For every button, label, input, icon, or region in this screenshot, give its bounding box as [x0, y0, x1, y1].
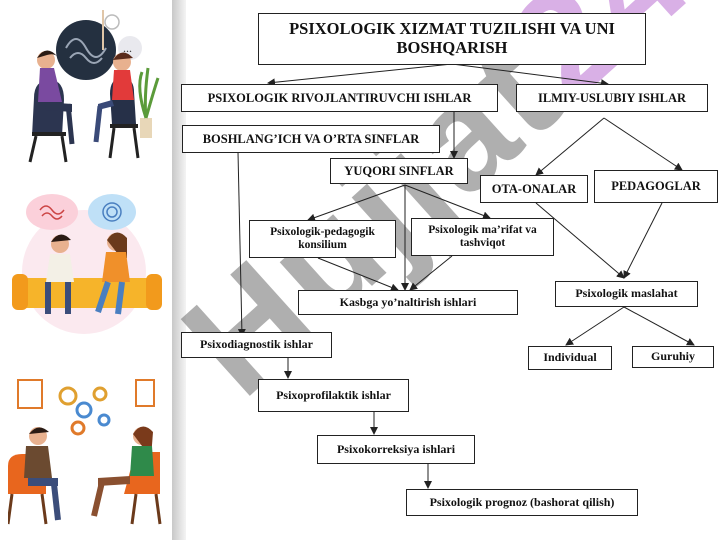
node-psixoprofilaktik: Psixoprofilaktik ishlar	[258, 379, 409, 412]
node-boshlangich: BOSHLANG’ICH VA O’RTA SINFLAR	[182, 125, 440, 153]
node-individual: Individual	[528, 346, 612, 370]
arrow-yuqori-to-konsilium	[307, 184, 406, 222]
node-ota-onalar: OTA-ONALAR	[480, 175, 588, 203]
arrow-marifat-to-kasbga	[409, 255, 453, 291]
arrow-boshlangich-to-psixodiagnostik	[237, 151, 246, 337]
arrow-title-to-ilmiy	[451, 63, 609, 88]
node-psixodiagnostik: Psixodiagnostik ishlar	[181, 332, 332, 358]
node-yuqori: YUQORI SINFLAR	[330, 158, 468, 184]
node-maslahat: Psixologik maslahat	[555, 281, 698, 307]
node-psixokorreksiya: Psixokorreksiya ishlari	[317, 435, 475, 464]
svg-text:...: ...	[123, 41, 132, 55]
counseling-illustration-icon: ...	[28, 10, 160, 163]
sofa-conversation-illustration-icon	[12, 194, 162, 334]
node-rivojlantiruvchi: PSIXOLOGIK RIVOJLANTIRUVCHI ISHLAR	[181, 84, 498, 112]
arrow-title-to-rivojlantiruvchi	[267, 63, 453, 87]
diagram-title: PSIXOLOGIK XIZMAT TUZILISHI VA UNI BOSHQ…	[258, 13, 646, 65]
node-pedagoglar: PEDAGOGLAR	[594, 170, 718, 203]
node-guruhiy: Guruhiy	[632, 346, 714, 368]
arrow-konsilium-to-kasbga	[317, 257, 399, 292]
arrow-maslahat-to-individual	[565, 306, 625, 346]
arrow-yuqori-to-marifat	[404, 184, 491, 220]
arrow-ilmiy-to-ota	[535, 117, 605, 176]
node-konsilium: Psixologik-pedagogik konsilium	[249, 220, 396, 258]
node-ilmiy: ILMIY-USLUBIY ISHLAR	[516, 84, 708, 112]
arrow-ota-to-maslahat	[535, 202, 625, 279]
node-prognoz: Psixologik prognoz (bashorat qilish)	[406, 489, 638, 516]
arrow-maslahat-to-guruhiy	[623, 306, 695, 346]
therapy-gears-illustration-icon	[8, 379, 162, 525]
node-marifat: Psixologik ma’rifat va tashviqot	[411, 218, 554, 256]
arrow-ilmiy-to-pedagoglar	[603, 117, 683, 171]
arrow-pedagoglar-to-maslahat	[623, 202, 663, 279]
node-kasbga: Kasbga yo’naltirish ishlari	[298, 290, 518, 315]
illustration-panel: ...	[0, 0, 178, 540]
